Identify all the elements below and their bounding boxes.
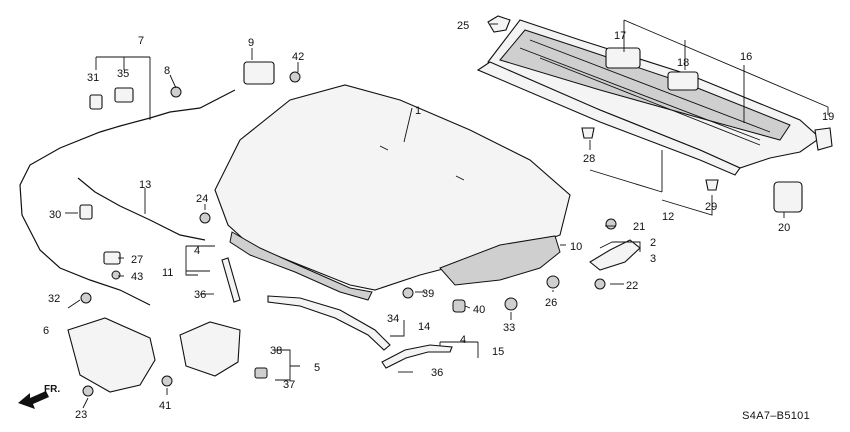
callout-14: 14 (418, 321, 430, 333)
bumper-40[interactable] (452, 299, 466, 313)
callout-41: 41 (159, 400, 171, 412)
clip-28[interactable] (581, 127, 595, 139)
callout-1: 1 (415, 105, 421, 117)
callout-4a: 4 (194, 245, 200, 257)
callout-8: 8 (164, 65, 170, 77)
cowl-top-cover[interactable] (487, 19, 821, 169)
callout-18: 18 (677, 57, 689, 69)
callout-38: 38 (270, 345, 282, 357)
callout-6: 6 (43, 325, 49, 337)
clip-29[interactable] (705, 179, 719, 191)
callout-36b: 36 (431, 367, 443, 379)
callout-27: 27 (131, 254, 143, 266)
release-cable[interactable] (19, 89, 236, 306)
callout-numbers: 1 2 3 4 4 5 6 7 8 9 10 11 12 13 14 15 16… (43, 20, 834, 421)
grommet-25[interactable] (487, 15, 511, 33)
cowl-seal[interactable] (476, 61, 741, 176)
clip-31[interactable] (89, 94, 103, 110)
diagram-code: S4A7–B5101 (742, 410, 810, 422)
hood-hinge[interactable] (589, 239, 641, 271)
callout-15: 15 (492, 346, 504, 358)
grommet-8[interactable] (170, 86, 182, 98)
hood-seal-14[interactable] (267, 295, 391, 351)
bolt-23[interactable] (82, 385, 94, 397)
bracket-20[interactable] (773, 181, 803, 213)
front-direction-arrow: FR. (18, 384, 60, 409)
callout-9: 9 (248, 37, 254, 49)
callout-16: 16 (740, 51, 752, 63)
callout-30: 30 (49, 209, 61, 221)
callout-24: 24 (196, 193, 208, 205)
callout-20: 20 (778, 222, 790, 234)
callout-39: 39 (422, 288, 434, 300)
direction-label: FR. (44, 384, 60, 395)
clip-27[interactable] (103, 251, 121, 265)
callout-25: 25 (457, 20, 469, 32)
cushion-33[interactable] (504, 297, 518, 311)
callout-37: 37 (283, 379, 295, 391)
clip-24[interactable] (199, 212, 211, 224)
hood-latch[interactable] (179, 321, 268, 379)
callout-34: 34 (387, 313, 399, 325)
callout-29: 29 (705, 201, 717, 213)
callout-12: 12 (662, 211, 674, 223)
callout-43: 43 (131, 271, 143, 283)
callout-40: 40 (473, 304, 485, 316)
callout-26: 26 (545, 297, 557, 309)
clip-35[interactable] (114, 87, 134, 103)
callout-35: 35 (117, 68, 129, 80)
nut-43[interactable] (111, 270, 121, 280)
callout-33: 33 (503, 322, 515, 334)
latch-cover[interactable] (67, 317, 156, 393)
callout-36a: 36 (194, 289, 206, 301)
callout-17: 17 (614, 30, 626, 42)
callout-31: 31 (87, 72, 99, 84)
clip-39[interactable] (402, 287, 414, 299)
callout-22: 22 (626, 280, 638, 292)
bolt-42[interactable] (289, 71, 301, 83)
bracket-9[interactable] (243, 61, 275, 85)
clip-30[interactable] (79, 204, 93, 220)
callout-42: 42 (292, 51, 304, 63)
bolt-26[interactable] (546, 275, 560, 289)
callout-21: 21 (633, 221, 645, 233)
hood-insulator[interactable] (439, 235, 561, 286)
cowl-end-clip-19[interactable] (814, 127, 833, 151)
callout-23: 23 (75, 409, 87, 421)
callout-10: 10 (570, 241, 582, 253)
cable-13[interactable] (77, 177, 206, 241)
hood-seal-15[interactable] (381, 344, 453, 369)
callout-4b: 4 (460, 334, 466, 346)
bolt-41[interactable] (161, 375, 173, 387)
callout-11: 11 (162, 267, 173, 279)
callout-2: 2 (650, 237, 656, 249)
callout-13: 13 (139, 179, 151, 191)
callout-3: 3 (650, 253, 656, 265)
clip-32[interactable] (80, 292, 92, 304)
callout-32: 32 (48, 293, 60, 305)
callout-5: 5 (314, 362, 320, 374)
cowl-clip-17[interactable] (605, 47, 641, 69)
bolt-21[interactable] (605, 218, 617, 230)
callout-28: 28 (583, 153, 595, 165)
callout-7: 7 (138, 35, 144, 47)
bolt-22[interactable] (594, 278, 606, 290)
cowl-clip-18[interactable] (667, 71, 699, 91)
support-rod-11[interactable] (221, 257, 241, 303)
callout-19: 19 (822, 111, 834, 123)
leader-lines (65, 19, 829, 409)
